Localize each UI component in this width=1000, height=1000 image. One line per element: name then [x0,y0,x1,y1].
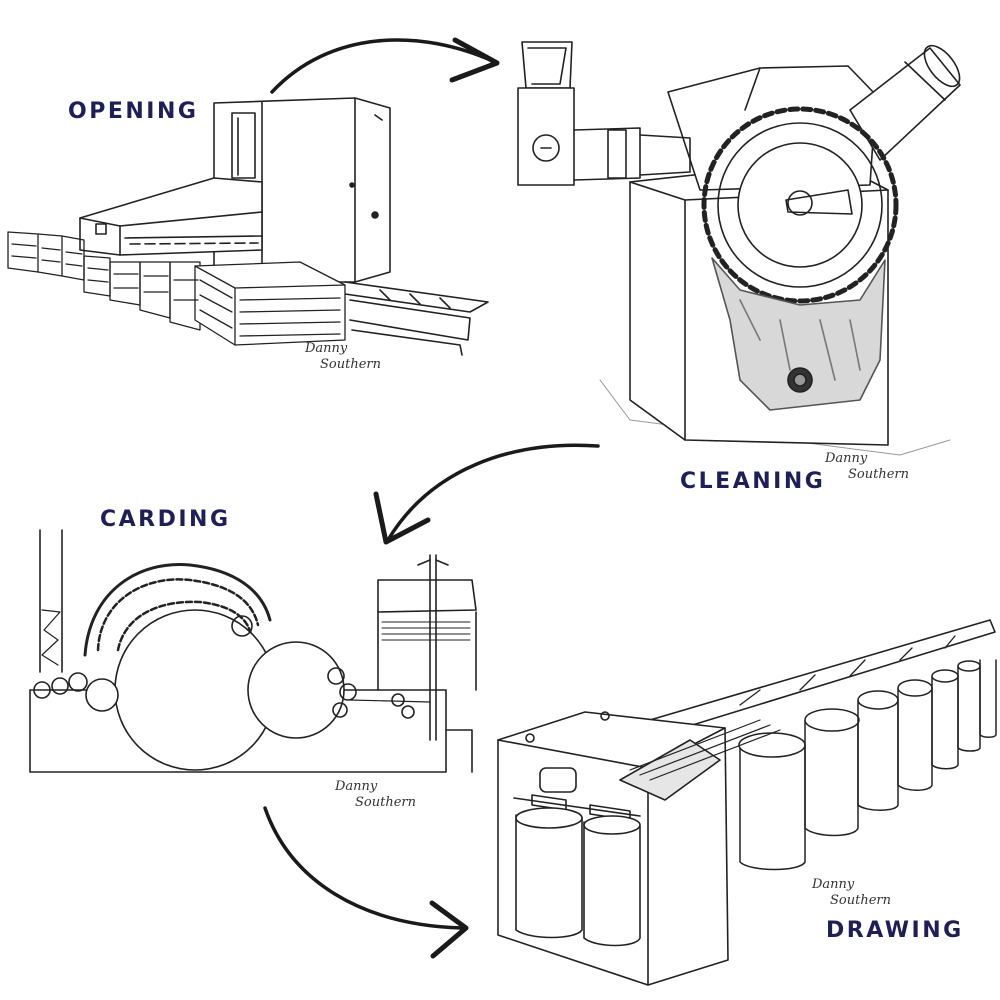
flow-arrow-cleaning-to-carding [373,443,600,545]
svg-text:Southern: Southern [320,357,381,372]
cleaning-machine-illustration: Danny Southern [517,41,961,482]
flow-arrow-opening-to-cleaning [270,37,500,94]
cotton-bales [7,231,346,346]
stage-label-drawing: DRAWING [826,918,964,943]
signature-carding: Danny Southern [334,779,416,810]
svg-text:Southern: Southern [830,893,891,908]
opening-machine-illustration: Danny Southern [7,97,489,372]
svg-text:Danny: Danny [334,779,378,794]
sliver-cans [738,659,997,871]
svg-text:Danny: Danny [824,451,868,466]
stage-label-cleaning: CLEANING [680,469,826,494]
signature-cleaning: Danny Southern [824,451,909,482]
svg-text:Southern: Southern [848,467,909,482]
svg-text:Danny: Danny [811,877,855,892]
signature-drawing: Danny Southern [811,877,891,908]
svg-text:Danny: Danny [304,341,348,356]
svg-text:Southern: Southern [355,795,416,810]
signature-opening: Danny Southern [304,341,381,372]
flow-arrow-carding-to-drawing [263,806,469,959]
stage-label-opening: OPENING [68,99,199,124]
carding-machine-illustration: Danny Southern [29,529,477,810]
drawing-machine-illustration: Danny Southern [497,619,997,986]
stage-label-carding: CARDING [100,507,231,532]
